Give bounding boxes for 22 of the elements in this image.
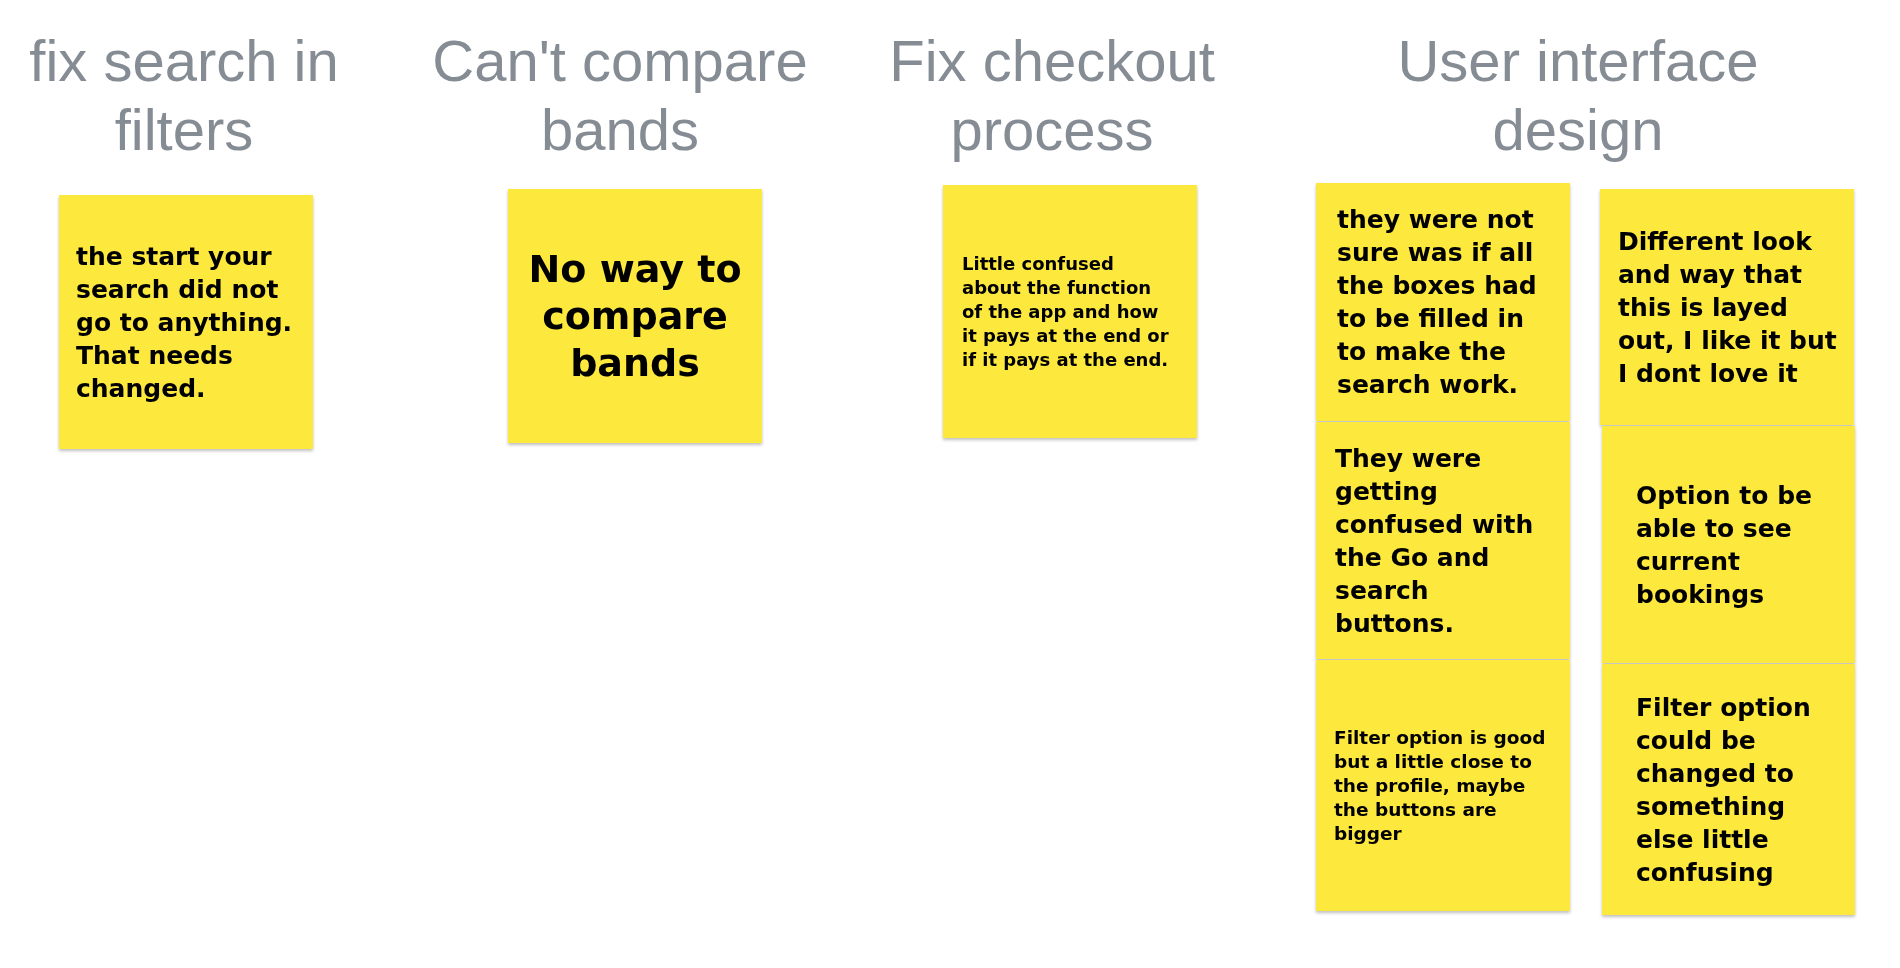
note-text: Option to be able to see current bookings (1636, 479, 1814, 611)
sticky-note (1602, 664, 1855, 915)
sticky-note (59, 195, 313, 449)
note-text: No way to compare bands (527, 245, 743, 387)
sticky-note (1316, 183, 1570, 421)
note-text: they were not sure was if all the boxes had to be filled in to make the search work. (1337, 204, 1538, 401)
note-text: They were getting confused with the Go and search buttons. (1335, 442, 1535, 640)
note-text: Filter option is good but a little close to the profile, maybe the buttons are bigger (1334, 725, 1547, 846)
sticky-note (1602, 426, 1855, 663)
sticky-note (1316, 422, 1570, 659)
sticky-note (943, 185, 1197, 438)
group-heading: fix search in filters (28, 27, 340, 164)
sticky-note (508, 189, 762, 443)
note-text: Different look and way that this is layed out, I like it but I dont love it (1618, 225, 1838, 390)
group-heading: Can't compare bands (431, 27, 809, 164)
note-text: Filter option could be changed to something else little confusing (1636, 691, 1812, 889)
note-text: the start your search did not go to anything. That needs changed. (76, 240, 294, 405)
sticky-note (1600, 189, 1854, 425)
group-heading: Fix checkout process (888, 27, 1216, 164)
group-heading: User interface design (1396, 27, 1760, 164)
note-text: Little confused about the function of the app and how it pays at the end or if it pays at the end. (962, 251, 1170, 372)
sticky-note (1316, 660, 1570, 911)
